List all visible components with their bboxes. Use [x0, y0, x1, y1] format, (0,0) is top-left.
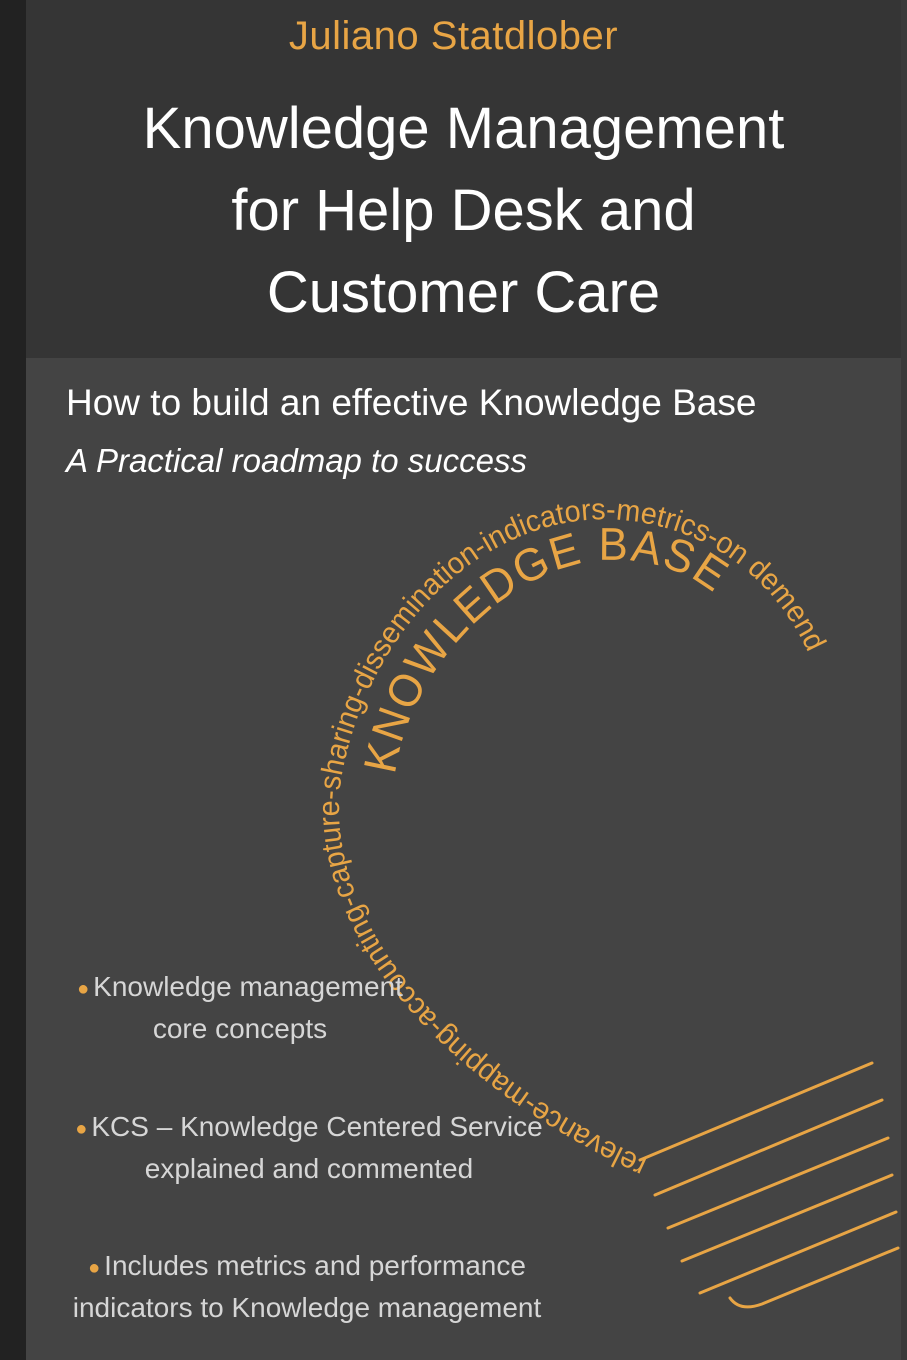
bulb-base-lines	[638, 1061, 900, 1309]
arc-keywords: relevance-mapping-accounting-capture-sha…	[313, 493, 832, 1183]
base-line-3	[666, 1136, 890, 1230]
title-line-2: for Help Desk and	[231, 178, 696, 243]
title-line-1: Knowledge Management	[142, 96, 785, 161]
book-title: Knowledge Management for Help Desk and C…	[30, 88, 897, 334]
base-line-4	[680, 1173, 894, 1263]
base-line-5	[698, 1210, 898, 1295]
bullet-item: ●Knowledge management core concepts	[60, 967, 420, 1049]
bullet-line: core concepts	[152, 1012, 328, 1044]
tagline: A Practical roadmap to success	[66, 442, 527, 479]
bullet-line: indicators to Knowledge management	[72, 1291, 542, 1323]
bullet-line: explained and commented	[144, 1152, 474, 1184]
bullet-item: ●KCS – Knowledge Centered Service explai…	[54, 1107, 564, 1189]
bullet-line: KCS – Knowledge Centered Service	[91, 1111, 543, 1142]
author-name: Juliano Statdlober	[288, 14, 619, 58]
bullet-line: Knowledge management	[93, 971, 403, 1002]
lightbulb-icon: relevance-mapping-accounting-capture-sha…	[313, 493, 900, 1309]
base-line-1	[638, 1061, 874, 1162]
bullet-line: Includes metrics and performance	[104, 1250, 526, 1281]
knowledge-base-headline-path: KNOWLEDGE BASE	[353, 518, 737, 777]
bullet-dot-icon: ●	[88, 1256, 101, 1279]
bullet-item: ●Includes metrics and performance indica…	[52, 1246, 562, 1328]
arc-keywords-path: relevance-mapping-accounting-capture-sha…	[313, 493, 832, 1183]
bullet-dot-icon: ●	[77, 977, 90, 1000]
bullet-dot-icon: ●	[75, 1117, 88, 1140]
base-line-6	[728, 1246, 900, 1309]
base-line-2	[653, 1098, 884, 1197]
title-line-3: Customer Care	[266, 260, 661, 325]
spine-shadow	[0, 0, 26, 1360]
title-band	[26, 0, 901, 358]
right-edge	[901, 0, 907, 1360]
subtitle: How to build an effective Knowledge Base	[66, 382, 757, 423]
knowledge-base-headline: KNOWLEDGE BASE	[353, 518, 739, 777]
